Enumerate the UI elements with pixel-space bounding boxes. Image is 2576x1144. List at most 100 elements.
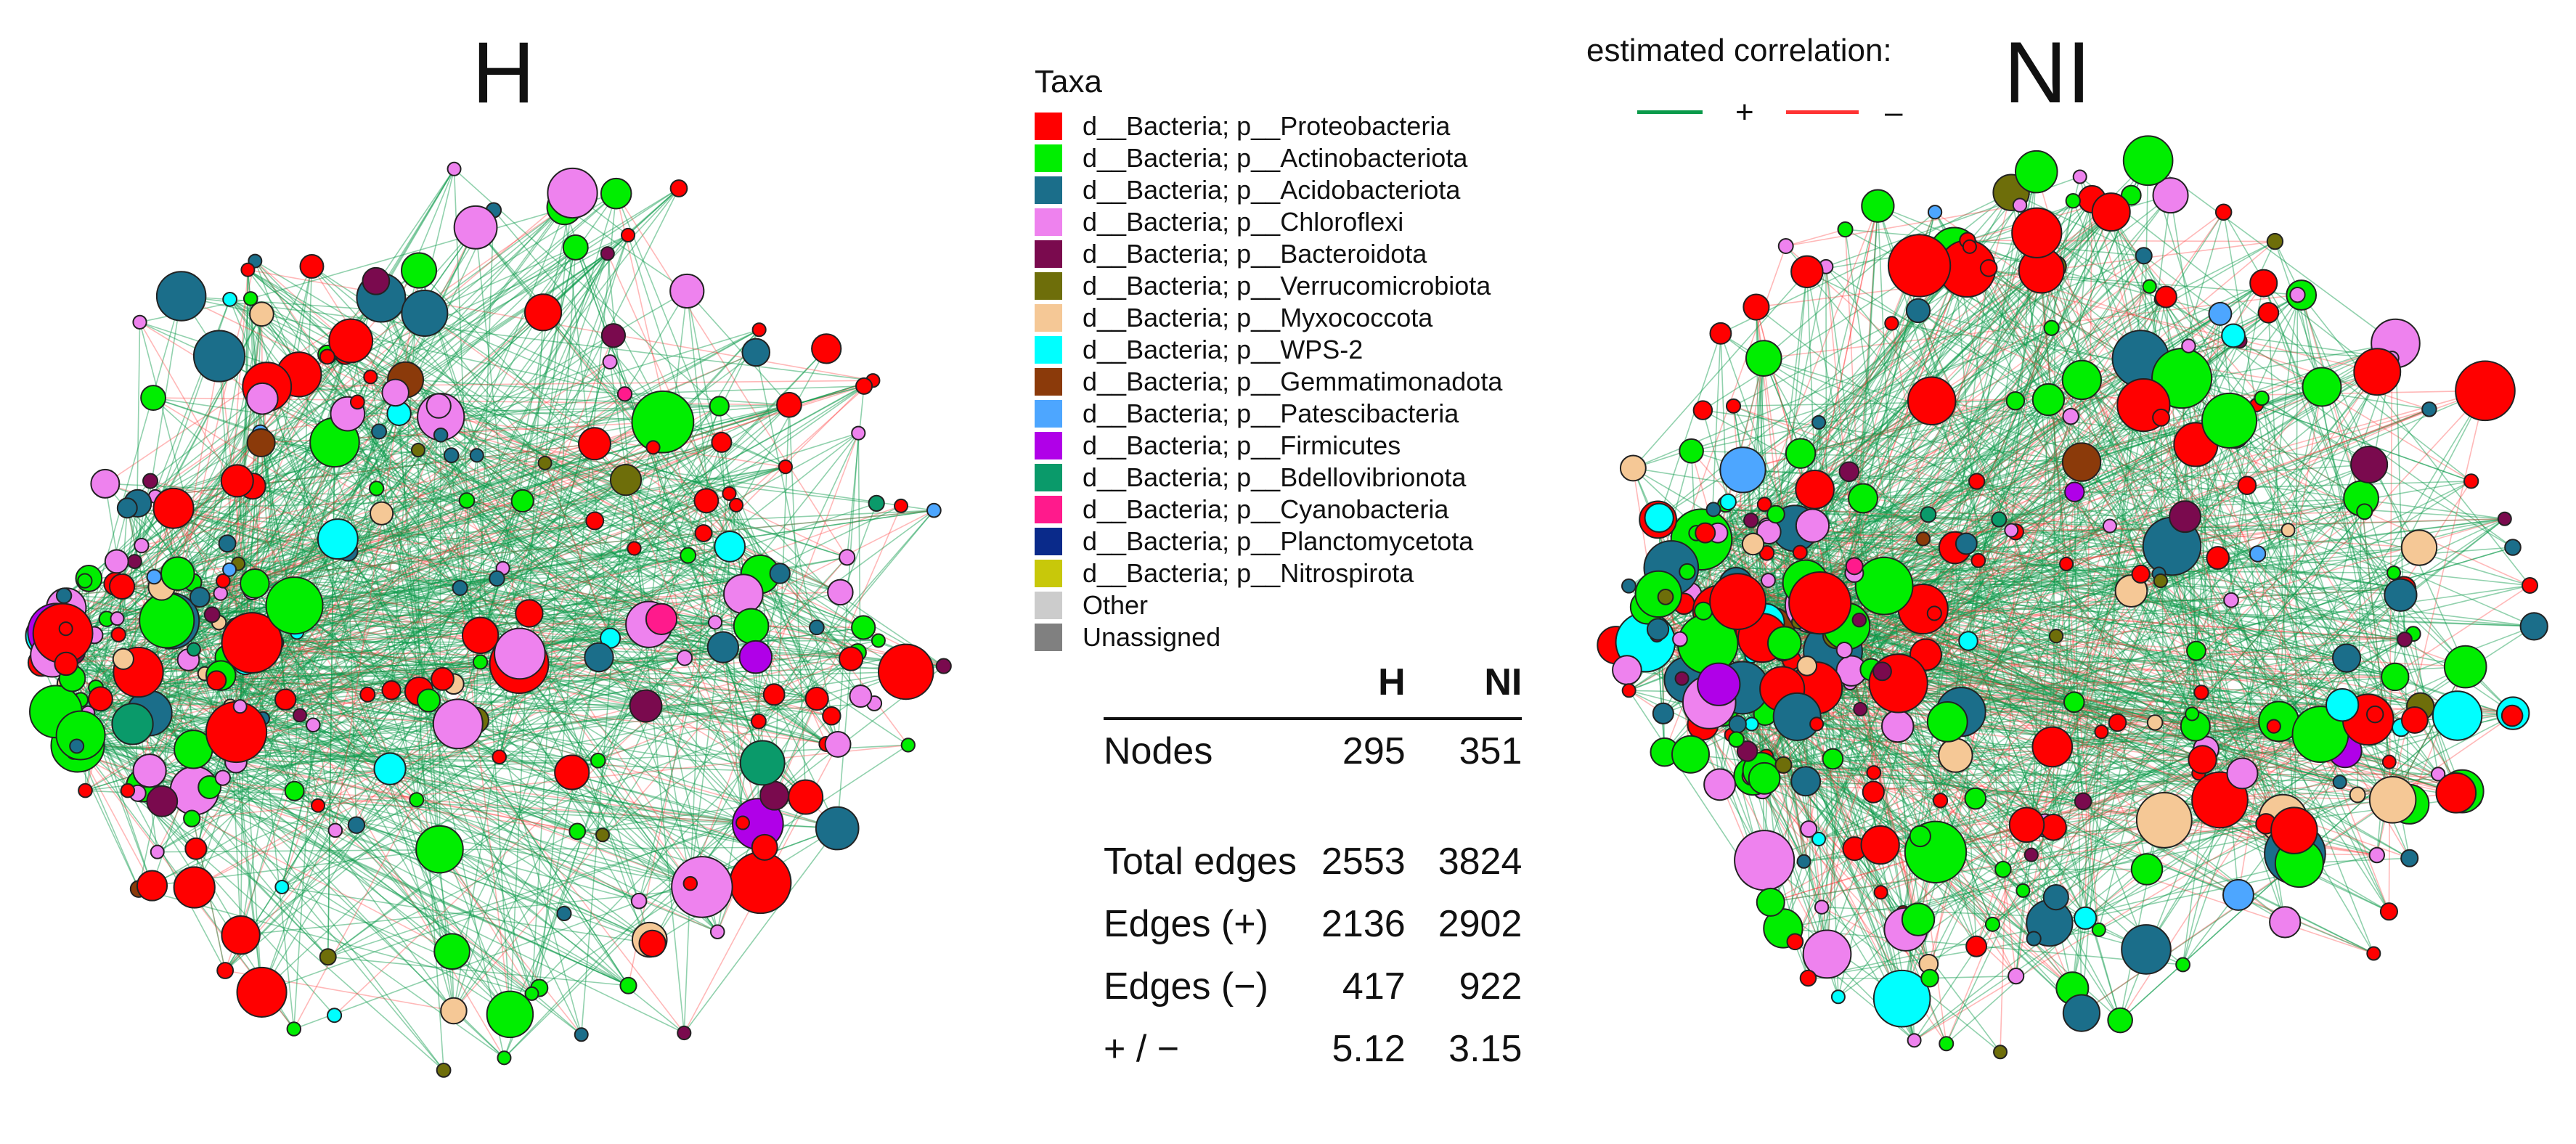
positive-edge [65,663,766,772]
taxon-node [871,633,886,648]
positive-edge [440,434,716,624]
taxon-node [249,301,274,327]
taxon-node [1909,825,1931,848]
positive-edge [1968,294,2299,642]
taxon-node [1741,532,1765,556]
positive-edge [65,405,439,665]
taxon-node [494,627,546,680]
positive-edge [276,555,688,610]
taxon-node [1955,532,1978,555]
positive-edge [1954,211,2112,548]
taxon-node [497,1050,512,1066]
taxon-node [432,698,484,750]
positive-edge [2188,345,2392,359]
taxon-node [109,573,136,600]
taxon-node [2062,994,2101,1032]
taxon-node [1915,531,1931,547]
legend-swatch [1035,560,1062,587]
taxon-node [2223,592,2239,608]
positive-edge [1898,357,2392,685]
taxon-node [221,915,261,955]
positive-edge [2228,420,2402,728]
positive-edge [476,455,511,1015]
positive-edge [216,656,756,682]
taxon-node [824,730,852,758]
taxon-node [373,752,407,785]
positive-edge [497,578,611,639]
positive-edge [773,510,934,695]
taxon-node [1697,662,1741,706]
positive-edge [439,849,540,989]
positive-edge [531,657,600,994]
taxon-node [1920,506,1937,523]
legend-item: d__Bacteria; p__Nitrospirota [1035,557,1502,589]
negative-edge [149,313,425,772]
taxon-node [676,650,693,666]
taxon-node [2497,511,2512,526]
positive-edge [391,270,420,690]
negative-edge [1764,294,2298,359]
taxon-node [2063,691,2085,714]
negative-edge [254,260,662,620]
negative-edge-swatch [1786,110,1859,114]
taxon-node [2011,207,2063,258]
taxon-node [492,749,508,765]
taxon-node [2397,632,2413,647]
negative-edge [453,557,848,1012]
taxon-node [221,612,283,674]
positive-edge [475,226,730,547]
positive-edge [171,620,685,1034]
taxon-node [132,753,167,788]
taxon-node [537,455,553,470]
legend-item: d__Bacteria; p__Actinobacteriota [1035,142,1502,174]
taxon-node [2186,640,2206,661]
positive-edge [375,488,481,636]
positive-edge [77,745,572,773]
legend-item: d__Bacteria; p__Bdellovibrionota [1035,462,1502,494]
taxon-node [574,1027,589,1042]
taxon-node [1719,446,1766,494]
taxon-node [489,570,505,587]
positive-edge [75,738,629,986]
positive-edge [1925,654,2308,741]
taxon-node [627,541,642,556]
taxon-node [2121,924,2172,975]
taxon-node [1674,671,1690,686]
positive-edge [220,379,407,594]
positive-edge [1914,704,2343,1041]
legend-swatch [1035,400,1062,428]
positive-edge [126,507,221,595]
positive-edge [123,443,595,660]
positive-edge [1703,409,2082,463]
legend-item: d__Bacteria; p__Cyanobacteria [1035,494,1502,526]
positive-edge [1976,481,2402,728]
negative-edge [1955,286,2151,548]
taxon-node [1679,563,1696,581]
positive-edge [1848,634,2057,637]
negative-edge [1968,573,2141,642]
taxon-node [2026,931,2042,947]
positive-edge [2257,497,2362,555]
taxon-node [55,587,73,604]
negative-edge [1978,211,2225,561]
taxon-node [1991,511,2008,528]
positive-edge [173,329,759,509]
positive-edge [545,462,818,629]
legend-swatch [1035,240,1062,268]
positive-edge [428,700,441,850]
taxon-node [78,783,93,798]
taxon-node [110,626,126,642]
positive-edge [424,313,807,798]
taxon-node [804,687,829,711]
positive-edge [327,956,629,986]
positive-edge [261,796,806,993]
positive-edge [518,555,689,665]
taxon-node [2061,442,2102,482]
taxon-node [203,606,221,624]
positive-edge [69,732,440,850]
taxon-node [750,713,767,730]
taxon-node [2131,564,2151,584]
taxon-node [1927,205,1943,220]
taxon-node [1703,768,1737,801]
positive-edge [563,207,611,639]
